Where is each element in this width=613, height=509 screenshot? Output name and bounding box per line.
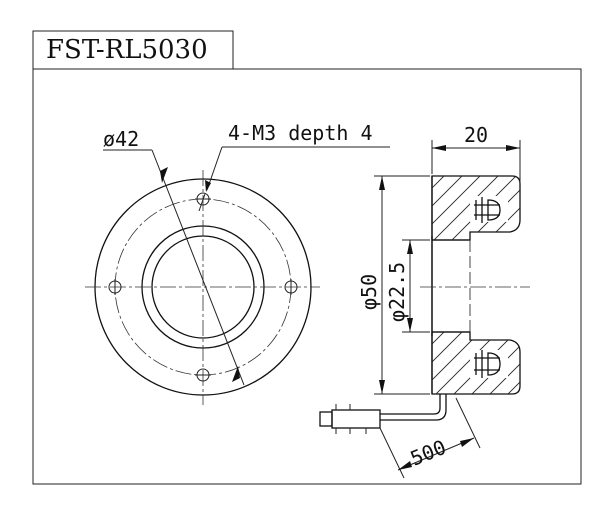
front-view: ø42 4-M3 depth 4	[85, 121, 390, 405]
drawing-frame	[32, 68, 582, 485]
hole-callout-label: 4-M3 depth 4	[228, 121, 373, 145]
bolt-circle-dimension: ø42	[103, 127, 245, 386]
width-dimension: 20	[431, 123, 521, 182]
outer-diameter-label: φ50	[357, 274, 381, 310]
cable-length-dimension: 500	[379, 397, 481, 479]
side-view-outline	[431, 175, 521, 395]
inner-diameter-dimension: φ22.5	[385, 239, 430, 333]
outer-circle	[94, 178, 312, 396]
cable-connector	[319, 404, 381, 434]
coil-top	[470, 196, 508, 223]
cable-length-label: 500	[407, 435, 449, 471]
hole-callout: 4-M3 depth 4	[198, 121, 390, 212]
width-label: 20	[464, 123, 488, 147]
title-block: FST-RL5030	[32, 30, 234, 70]
side-view: 20 φ50 φ22.5	[319, 123, 530, 479]
part-number: FST-RL5030	[46, 35, 208, 65]
coil-bottom	[470, 350, 508, 378]
outer-diameter-dimension: φ50	[357, 175, 430, 395]
cable	[380, 394, 447, 421]
bolt-circle-label: ø42	[103, 127, 139, 151]
inner-diameter-label: φ22.5	[385, 262, 409, 322]
